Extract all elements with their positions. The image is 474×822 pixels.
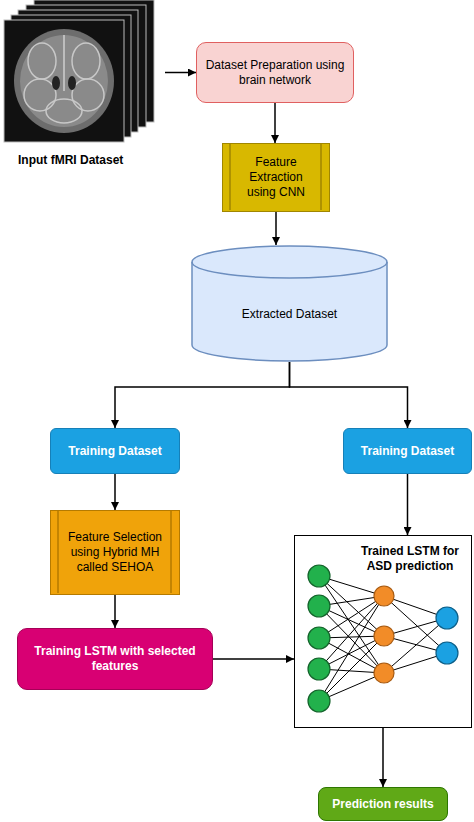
input-image: Input fMRI Dataset xyxy=(0,0,165,168)
data-box: Training Dataset xyxy=(343,428,472,474)
node-label: Training Dataset xyxy=(68,444,161,459)
arrow-connector xyxy=(382,728,384,787)
node-label: Feature Extraction using CNN xyxy=(237,155,315,200)
result-box: Prediction results xyxy=(318,787,448,821)
database-cylinder: Extracted Dataset xyxy=(191,245,388,362)
arrow-connector xyxy=(115,362,290,428)
node-label: Dataset Preparation using brain network xyxy=(197,58,353,88)
node-label: Training LSTM with selected features xyxy=(18,644,212,674)
fmri-stack-illustration xyxy=(0,0,165,145)
arrow-connector xyxy=(407,474,409,535)
node-label: Input fMRI Dataset xyxy=(18,153,123,168)
process-box: Dataset Preparation using brain network xyxy=(196,42,354,103)
arrow-connector xyxy=(165,72,196,74)
node-label: Trained LSTM for ASD prediction xyxy=(351,544,469,574)
node-label: Prediction results xyxy=(332,797,433,812)
node-label: Feature Selection using Hybrid MH called… xyxy=(65,530,165,575)
arrow-connector xyxy=(213,658,294,660)
arrow-connector xyxy=(275,212,277,245)
process-box: Training LSTM with selected features xyxy=(17,628,213,690)
subprocess-box: Feature Extraction using CNN xyxy=(222,143,330,212)
node-label: Extracted Dataset xyxy=(242,307,337,322)
subprocess-box: Feature Selection using Hybrid MH called… xyxy=(50,510,180,595)
arrow-connector xyxy=(114,474,116,510)
node-label: Training Dataset xyxy=(361,444,454,459)
data-box: Training Dataset xyxy=(50,428,180,474)
cylinder-shape xyxy=(191,245,388,362)
model-box: Trained LSTM for ASD prediction xyxy=(294,535,472,728)
arrow-connector xyxy=(290,362,408,428)
arrow-connector xyxy=(114,595,116,628)
arrow-connector xyxy=(274,103,276,143)
